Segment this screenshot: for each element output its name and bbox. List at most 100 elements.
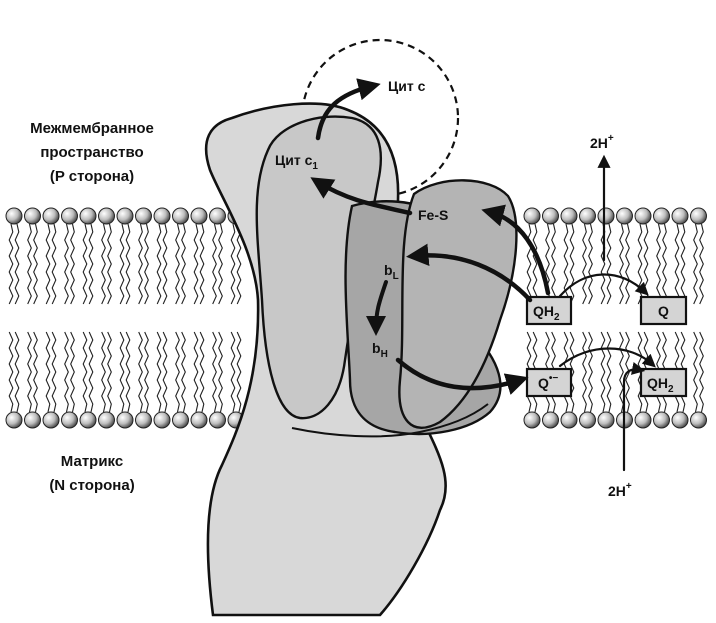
p-side-label-line2: пространство <box>40 144 143 161</box>
lipid-tail-outer <box>638 224 642 304</box>
lipid-tail-inner <box>102 332 106 412</box>
lipid-tail-outer <box>89 224 93 304</box>
lipid-tail-outer <box>163 224 167 304</box>
lipid-tail-inner <box>231 332 235 412</box>
lipid-tail-inner <box>163 332 167 412</box>
qh2-left-subscript: 2 <box>554 312 560 323</box>
lipid-head-inner <box>543 412 559 428</box>
lipid-tail-inner <box>120 332 124 412</box>
lipid-tail-inner <box>139 332 143 412</box>
lipid-head-inner <box>210 412 226 428</box>
cytochrome-c-label: Цит c <box>388 78 426 94</box>
lipid-head-outer <box>654 208 670 224</box>
lipid-head-outer <box>210 208 226 224</box>
lipid-head-inner <box>25 412 41 428</box>
lipid-tail-outer <box>126 224 130 304</box>
proton-uptake-text: 2H <box>608 483 626 499</box>
lipid-tail-inner <box>213 332 217 412</box>
heme-bl-text: b <box>384 262 393 278</box>
p-side-label-line1: Межмембранное <box>30 120 154 137</box>
lipid-tail-inner <box>126 332 130 412</box>
lipid-tail-inner <box>71 332 75 412</box>
lipid-tail-outer <box>9 224 13 304</box>
fe-s-label: Fe-S <box>418 207 448 223</box>
lipid-tail-outer <box>213 224 217 304</box>
lipid-tail-outer <box>65 224 69 304</box>
lipid-tail-outer <box>231 224 235 304</box>
lipid-head-outer <box>543 208 559 224</box>
lipid-head-outer <box>691 208 707 224</box>
lipid-head-inner <box>43 412 59 428</box>
lipid-tail-outer <box>108 224 112 304</box>
n-side-label-line2: (N сторона) <box>49 477 134 494</box>
lipid-tail-inner <box>589 332 593 412</box>
lipid-head-inner <box>635 412 651 428</box>
proton-release-label: 2H+ <box>590 133 614 151</box>
lipid-head-outer <box>154 208 170 224</box>
lipid-head-inner <box>672 412 688 428</box>
lipid-tail-outer <box>219 224 223 304</box>
lipid-tail-outer <box>83 224 87 304</box>
lipid-tail-outer <box>626 224 630 304</box>
lipid-head-outer <box>117 208 133 224</box>
lipid-tail-outer <box>200 224 204 304</box>
lipid-tail-outer <box>675 224 679 304</box>
qh2-right-text: QH <box>647 375 668 391</box>
lipid-head-inner <box>80 412 96 428</box>
proton-uptake-superscript: + <box>626 481 632 492</box>
lipid-head-inner <box>136 412 152 428</box>
qh2-right-subscript: 2 <box>668 384 674 395</box>
lipid-head-outer <box>598 208 614 224</box>
lipid-tail-outer <box>607 224 611 304</box>
lipid-tail-inner <box>194 332 198 412</box>
lipid-head-inner <box>173 412 189 428</box>
cytochrome-c1-text: Цит c <box>275 152 313 168</box>
heme-bl-subscript: L <box>393 271 399 282</box>
proton-uptake-label: 2H+ <box>608 481 632 499</box>
q-right-label: Q <box>658 303 669 319</box>
lipid-head-inner <box>580 412 596 428</box>
lipid-head-outer <box>672 208 688 224</box>
lipid-tail-inner <box>52 332 56 412</box>
lipid-tail-outer <box>583 224 587 304</box>
lipid-head-outer <box>80 208 96 224</box>
qh2-left-text: QH <box>533 303 554 319</box>
n-side-label-line1: Матрикс <box>61 453 123 470</box>
lipid-tail-inner <box>83 332 87 412</box>
lipid-tail-inner <box>694 332 698 412</box>
lipid-tail-outer <box>139 224 143 304</box>
lipid-head-inner <box>561 412 577 428</box>
lipid-head-inner <box>598 412 614 428</box>
lipid-tail-outer <box>694 224 698 304</box>
lipid-head-inner <box>117 412 133 428</box>
lipid-tail-inner <box>237 332 241 412</box>
lipid-tail-outer <box>663 224 667 304</box>
lipid-tail-outer <box>657 224 661 304</box>
lipid-head-outer <box>524 208 540 224</box>
lipid-head-outer <box>580 208 596 224</box>
lipid-head-outer <box>43 208 59 224</box>
lipid-head-inner <box>99 412 115 428</box>
lipid-tail-outer <box>120 224 124 304</box>
lipid-head-inner <box>691 412 707 428</box>
lipid-tail-inner <box>34 332 38 412</box>
lipid-tail-outer <box>145 224 149 304</box>
lipid-tail-outer <box>52 224 56 304</box>
lipid-tail-outer <box>552 224 556 304</box>
lipid-tail-inner <box>620 332 624 412</box>
lipid-tail-outer <box>589 224 593 304</box>
lipid-head-inner <box>62 412 78 428</box>
lipid-tail-inner <box>583 332 587 412</box>
lipid-head-inner <box>524 412 540 428</box>
lipid-tail-outer <box>194 224 198 304</box>
heme-bh-subscript: H <box>381 349 388 360</box>
lipid-tail-outer <box>157 224 161 304</box>
proton-release-superscript: + <box>608 133 614 144</box>
lipid-head-outer <box>136 208 152 224</box>
lipid-tail-inner <box>601 332 605 412</box>
p-side-label-line3: (P сторона) <box>50 168 134 185</box>
lipid-tail-inner <box>182 332 186 412</box>
heme-bh-text: b <box>372 340 381 356</box>
